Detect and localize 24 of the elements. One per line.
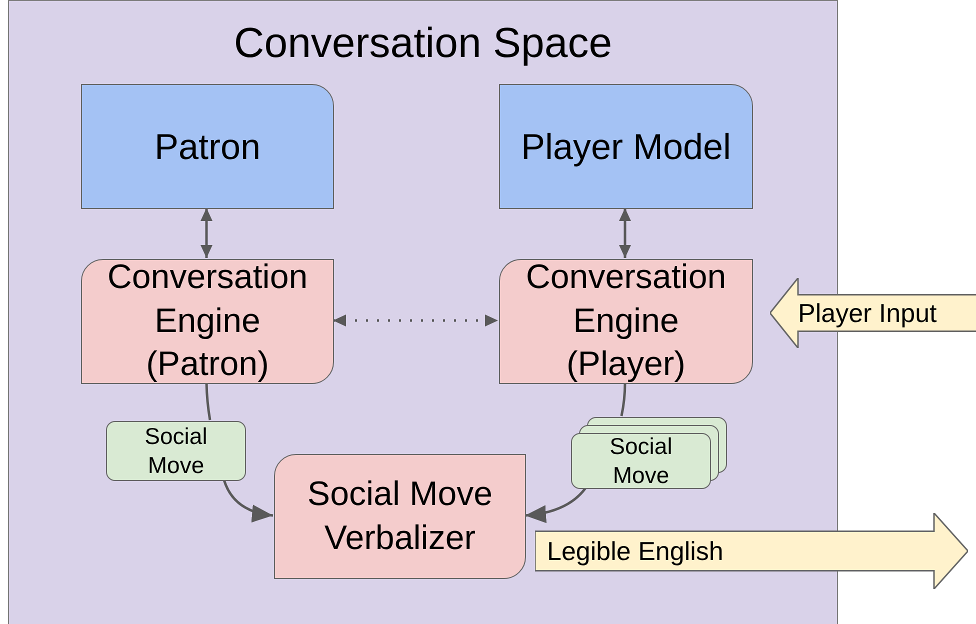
arrow — [619, 208, 631, 258]
stacked-cards — [571, 417, 727, 489]
arrow-label: Player Input — [798, 298, 937, 328]
process-box — [81, 259, 334, 384]
arrow — [524, 487, 587, 523]
node-label: Social Move — [608, 432, 674, 490]
process-box — [499, 84, 753, 209]
arrow — [333, 314, 498, 326]
output-arrow — [535, 513, 968, 589]
message-card — [106, 421, 246, 481]
arrow — [200, 208, 212, 258]
node-label: Patron — [154, 125, 261, 169]
node-label: Social Move Verbalizer — [306, 474, 494, 558]
node-label: Player Model — [520, 125, 732, 169]
container-title: Conversation Space — [234, 19, 612, 66]
input-arrow — [770, 278, 976, 348]
process-box — [499, 259, 753, 384]
arrow-label: Legible English — [547, 536, 724, 566]
arrow — [222, 480, 274, 522]
process-box — [81, 84, 334, 209]
process-box — [274, 454, 526, 579]
node-label: Conversation Engine (Player) — [524, 257, 728, 386]
node-label: Social Move — [144, 422, 208, 480]
node-label: Conversation Engine (Patron) — [106, 257, 309, 386]
